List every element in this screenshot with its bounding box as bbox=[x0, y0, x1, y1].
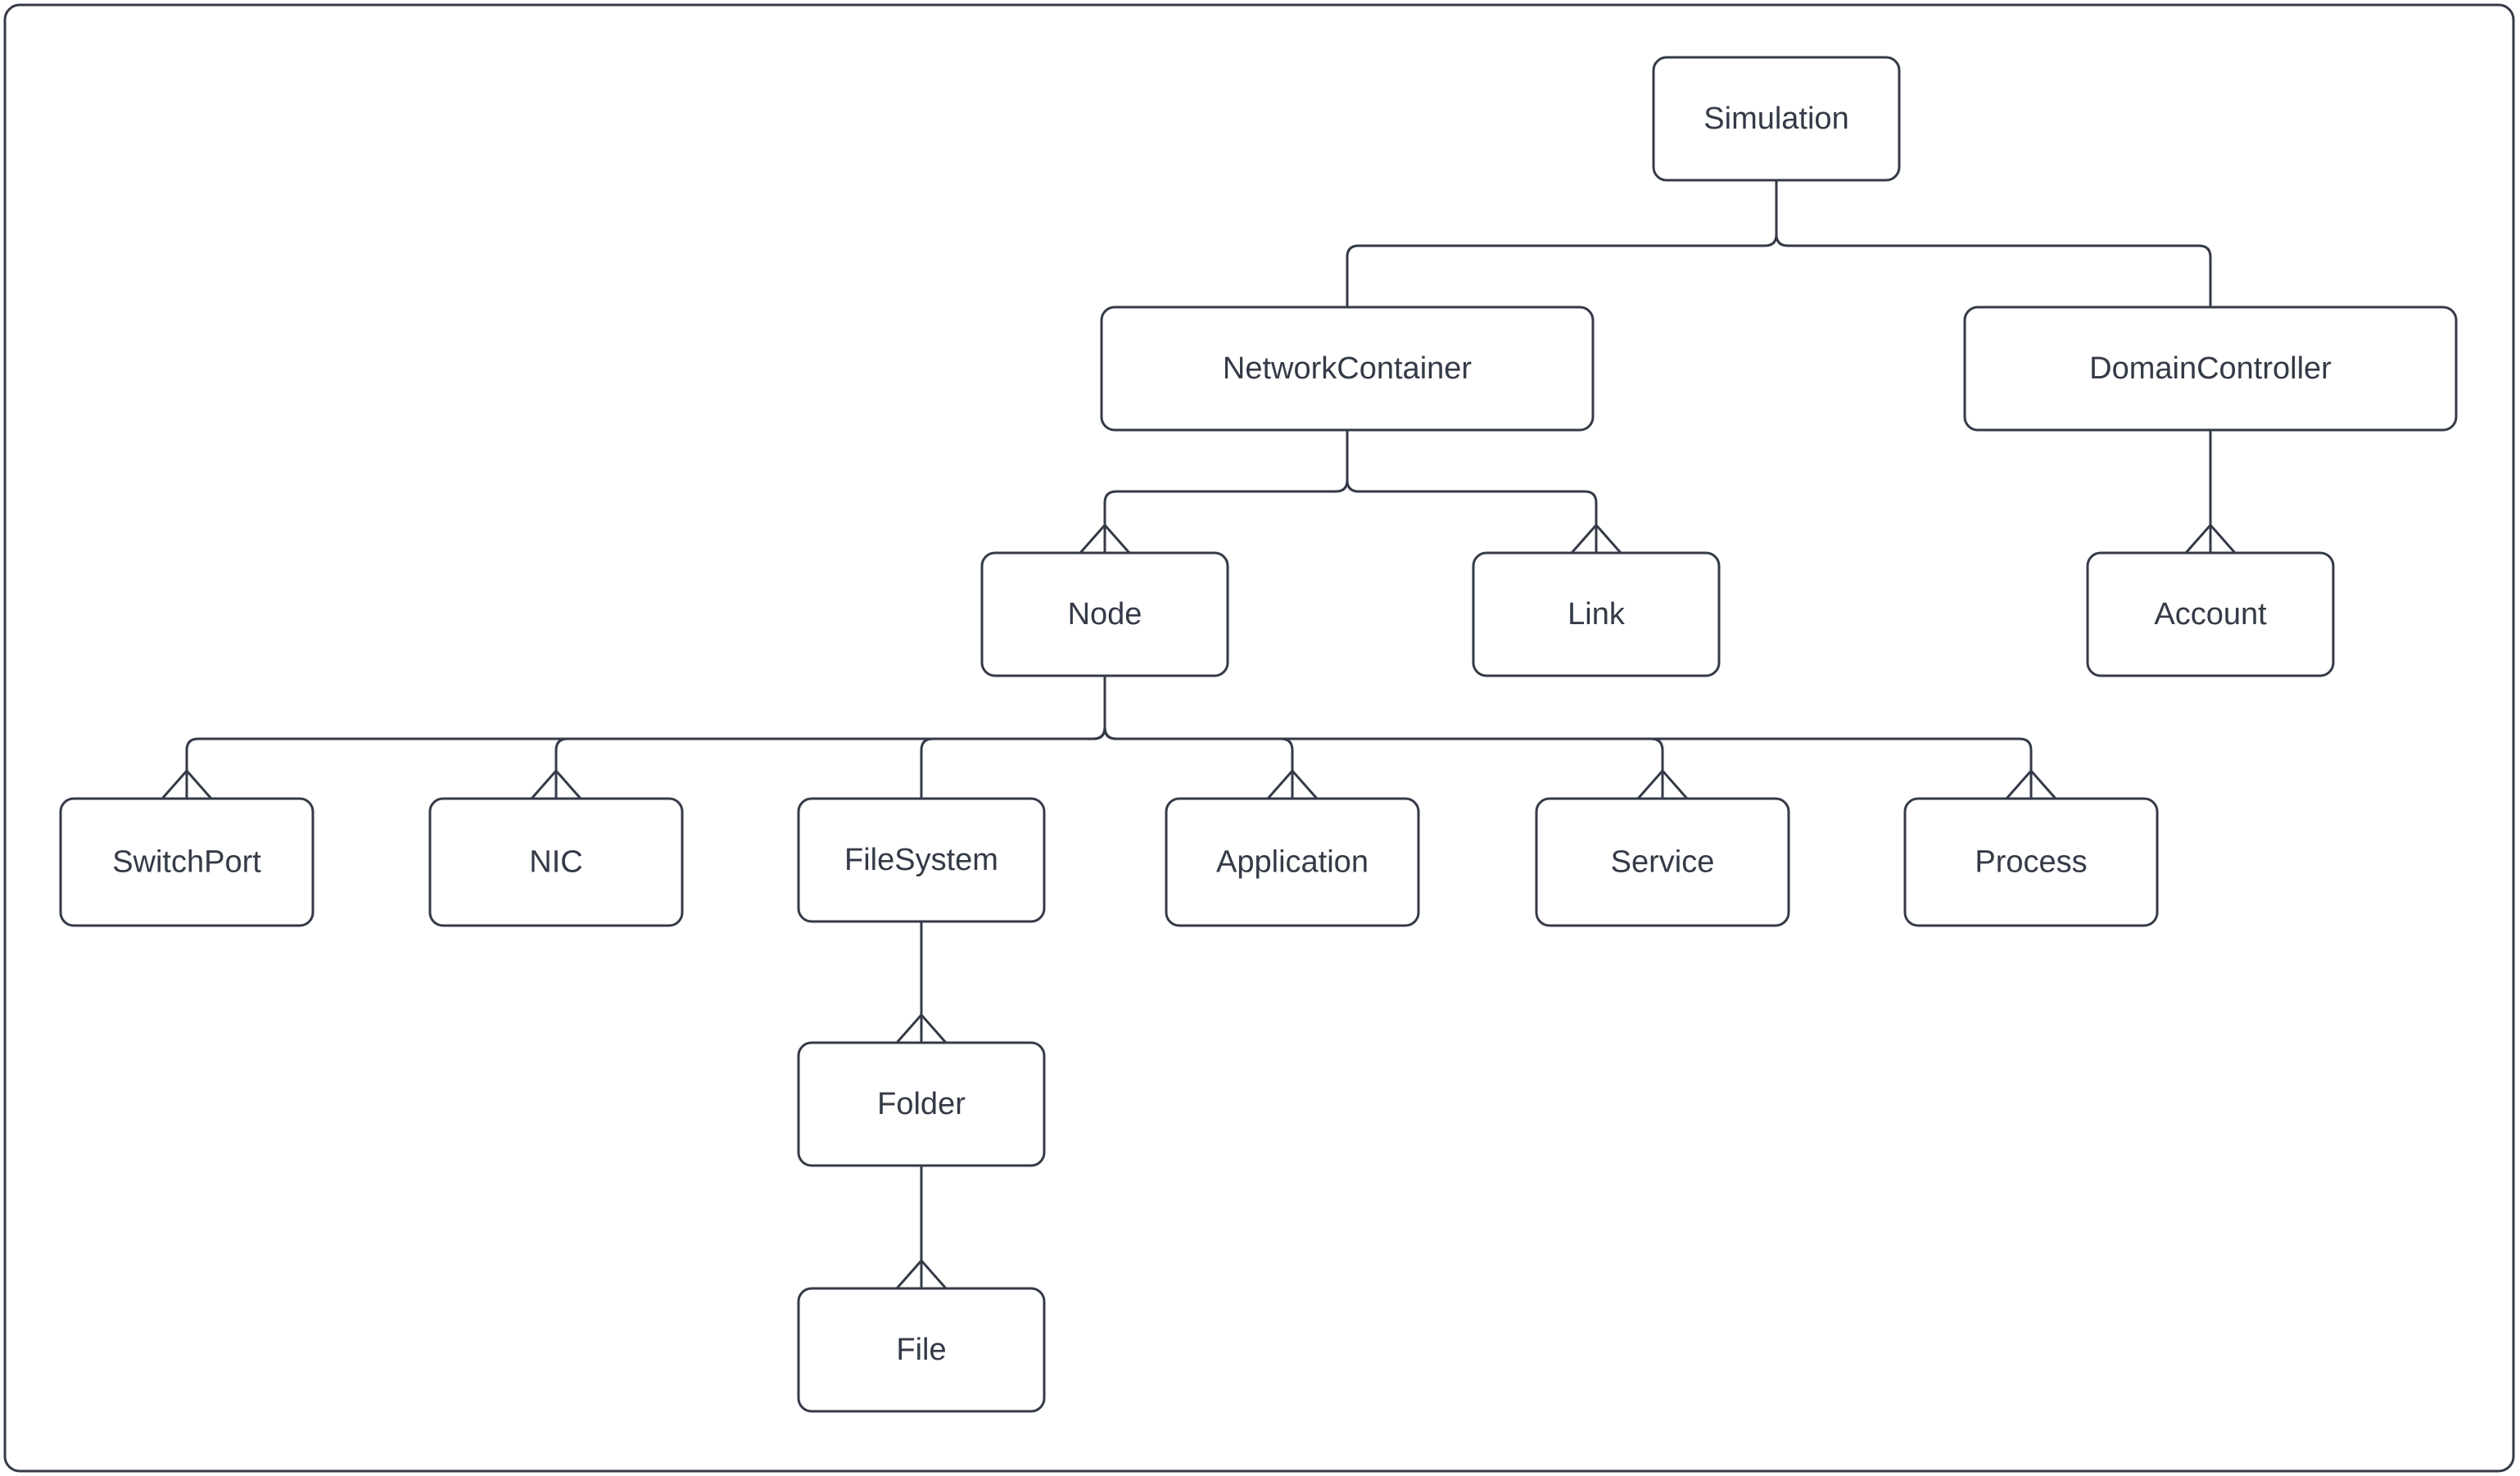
class-node-nic[interactable]: NIC bbox=[428, 797, 684, 927]
class-node-application[interactable]: Application bbox=[1165, 797, 1420, 927]
class-node-label-account: Account bbox=[2154, 597, 2267, 632]
class-node-label-node: Node bbox=[1068, 597, 1142, 632]
class-node-box-folder[interactable] bbox=[797, 1041, 1046, 1167]
class-node-simulation[interactable]: Simulation bbox=[1652, 56, 1901, 182]
class-node-domaincontroller[interactable]: DomainController bbox=[1963, 306, 2458, 432]
class-node-folder[interactable]: Folder bbox=[797, 1041, 1046, 1167]
generalization-edge-simulation-to-domaincontroller bbox=[1775, 180, 2212, 307]
class-node-file[interactable]: File bbox=[797, 1287, 1046, 1413]
class-node-label-filesystem: FileSystem bbox=[844, 843, 998, 877]
class-node-label-domaincontroller: DomainController bbox=[2089, 351, 2332, 386]
class-node-networkcontainer[interactable]: NetworkContainer bbox=[1100, 306, 1595, 432]
edge-layer bbox=[161, 180, 2237, 1289]
class-node-account[interactable]: Account bbox=[2086, 551, 2335, 677]
class-node-process[interactable]: Process bbox=[1903, 797, 2159, 927]
class-node-label-simulation: Simulation bbox=[1703, 102, 1848, 136]
class-node-label-service: Service bbox=[1611, 845, 1715, 880]
class-node-box-link[interactable] bbox=[1472, 551, 1721, 677]
generalization-edge-node-to-process bbox=[1103, 676, 2033, 771]
class-node-box-filesystem[interactable] bbox=[797, 797, 1046, 923]
class-node-box-file[interactable] bbox=[797, 1287, 1046, 1413]
class-node-box-nic[interactable] bbox=[428, 797, 684, 927]
class-node-node[interactable]: Node bbox=[980, 551, 1229, 677]
class-node-box-application[interactable] bbox=[1165, 797, 1420, 927]
class-node-label-nic: NIC bbox=[529, 845, 582, 880]
class-node-box-switchport[interactable] bbox=[59, 797, 314, 927]
class-node-box-networkcontainer[interactable] bbox=[1100, 306, 1595, 432]
class-node-service[interactable]: Service bbox=[1535, 797, 1790, 927]
class-node-switchport[interactable]: SwitchPort bbox=[59, 797, 314, 927]
class-node-label-file: File bbox=[896, 1333, 946, 1367]
class-node-box-process[interactable] bbox=[1903, 797, 2159, 927]
class-node-label-application: Application bbox=[1216, 845, 1369, 880]
class-node-label-networkcontainer: NetworkContainer bbox=[1223, 351, 1472, 386]
class-node-label-switchport: SwitchPort bbox=[112, 845, 261, 880]
class-node-label-link: Link bbox=[1568, 597, 1626, 632]
class-node-box-account[interactable] bbox=[2086, 551, 2335, 677]
class-node-label-process: Process bbox=[1975, 845, 2087, 880]
generalization-edge-networkcontainer-to-link bbox=[1346, 430, 1598, 525]
class-node-box-domaincontroller[interactable] bbox=[1963, 306, 2458, 432]
class-node-box-service[interactable] bbox=[1535, 797, 1790, 927]
class-node-link[interactable]: Link bbox=[1472, 551, 1721, 677]
class-node-box-node[interactable] bbox=[980, 551, 1229, 677]
class-node-box-simulation[interactable] bbox=[1652, 56, 1901, 182]
class-node-label-folder: Folder bbox=[877, 1087, 966, 1121]
class-node-filesystem[interactable]: FileSystem bbox=[797, 797, 1046, 923]
